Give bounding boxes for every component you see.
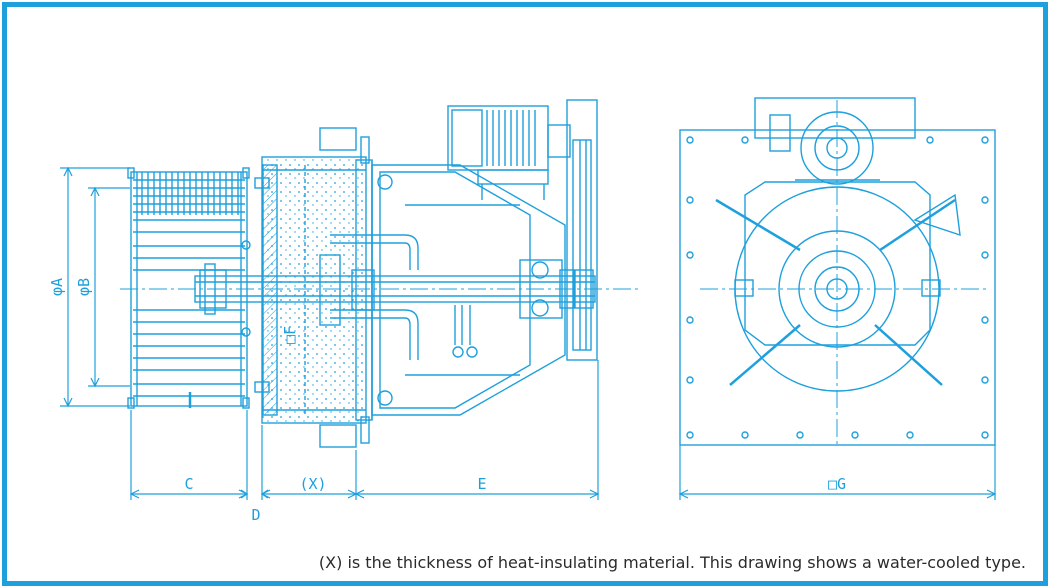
dimension-lines: [60, 166, 997, 500]
braces: [715, 198, 956, 386]
label-x: (X): [299, 475, 326, 493]
cooling-pipes: [330, 234, 478, 360]
label-c: C: [184, 475, 193, 493]
label-phi-a: φA: [48, 278, 66, 296]
front-motor: [769, 111, 880, 185]
label-g: □G: [828, 475, 846, 493]
label-d: D: [251, 506, 260, 524]
front-view: [679, 97, 996, 446]
support-housing: [371, 164, 566, 416]
dimension-labels: φA φB C D (X) E □F □G: [48, 278, 846, 524]
caption: (X) is the thickness of heat-insulating …: [318, 553, 1026, 572]
side-view: [120, 99, 640, 448]
housing-plate: [744, 181, 931, 346]
belt-guard: [566, 99, 598, 361]
frame-bolts: [686, 136, 989, 439]
label-phi-b: φB: [75, 278, 93, 296]
label-f: □F: [281, 326, 299, 344]
insulation-block: [254, 156, 367, 424]
label-e: E: [477, 475, 486, 493]
impeller: [127, 167, 251, 409]
motor: [447, 105, 571, 200]
shaft: [194, 254, 596, 326]
